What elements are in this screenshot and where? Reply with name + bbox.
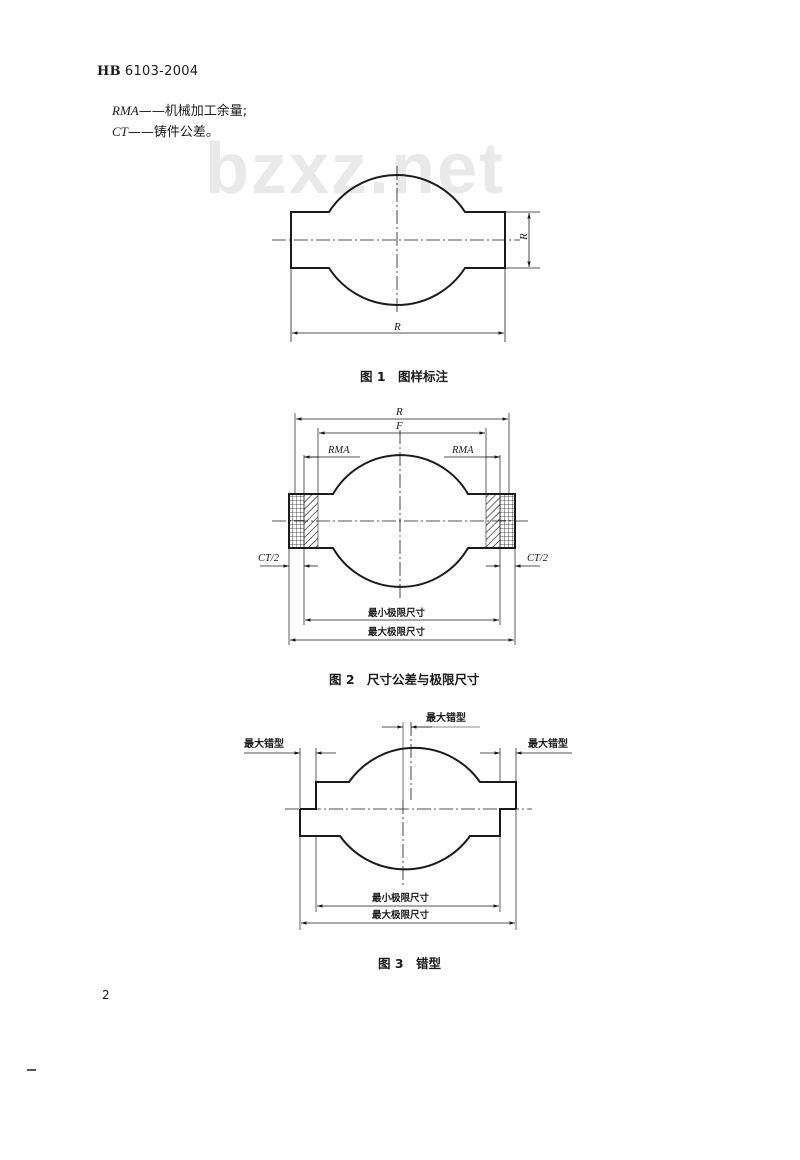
label-r-vertical: R [518,233,530,241]
definition-symbol: CT [112,124,128,139]
definition-ct: CT——铸件公差。 [112,124,219,140]
definition-rma: RMA——机械加工余量; [112,103,248,119]
figure-2-drawing: R F RMA RMA CT/2 CT/2 最小极限尺寸 最大极限尺寸 [258,406,549,645]
figure-3-caption: 图 3 错型 [378,956,442,971]
label-ct-right: CT/2 [527,553,549,564]
label-top-mismatch: 最大错型 [426,711,466,724]
label-right-mismatch: 最大错型 [528,737,568,750]
definition-symbol: RMA [112,103,139,118]
casting-upper-half [300,747,517,810]
watermark: bzxz.net [205,129,506,209]
label-ct-left: CT/2 [258,553,280,564]
standard-prefix: HB [97,64,121,79]
figure-2-caption: 图 2 尺寸公差与极限尺寸 [329,672,480,687]
label-max-limit: 最大极限尺寸 [368,626,426,638]
standard-number: 6103-2004 [124,64,199,79]
figure-1-drawing: R R [272,166,540,342]
figure-1-caption: 图 1 图样标注 [360,369,449,384]
page-number: 2 [102,988,110,1002]
definition-text: 铸件公差。 [153,125,219,140]
casting-lower-half [299,808,516,871]
label-rma-left: RMA [327,445,350,456]
label-left-mismatch: 最大错型 [244,737,284,750]
label-r: R [395,406,403,418]
label-r-horizontal: R [393,321,401,333]
label-max-limit: 最大极限尺寸 [372,909,430,921]
label-min-limit: 最小极限尺寸 [372,892,430,904]
definition-text: 机械加工余量; [164,104,248,119]
figure-3-drawing: 最大错型 最大错型 最大错型 最小极限尺寸 最大极限尺寸 [244,711,572,930]
label-f: F [395,420,403,432]
label-min-limit: 最小极限尺寸 [368,607,426,619]
label-rma-right: RMA [451,445,474,456]
